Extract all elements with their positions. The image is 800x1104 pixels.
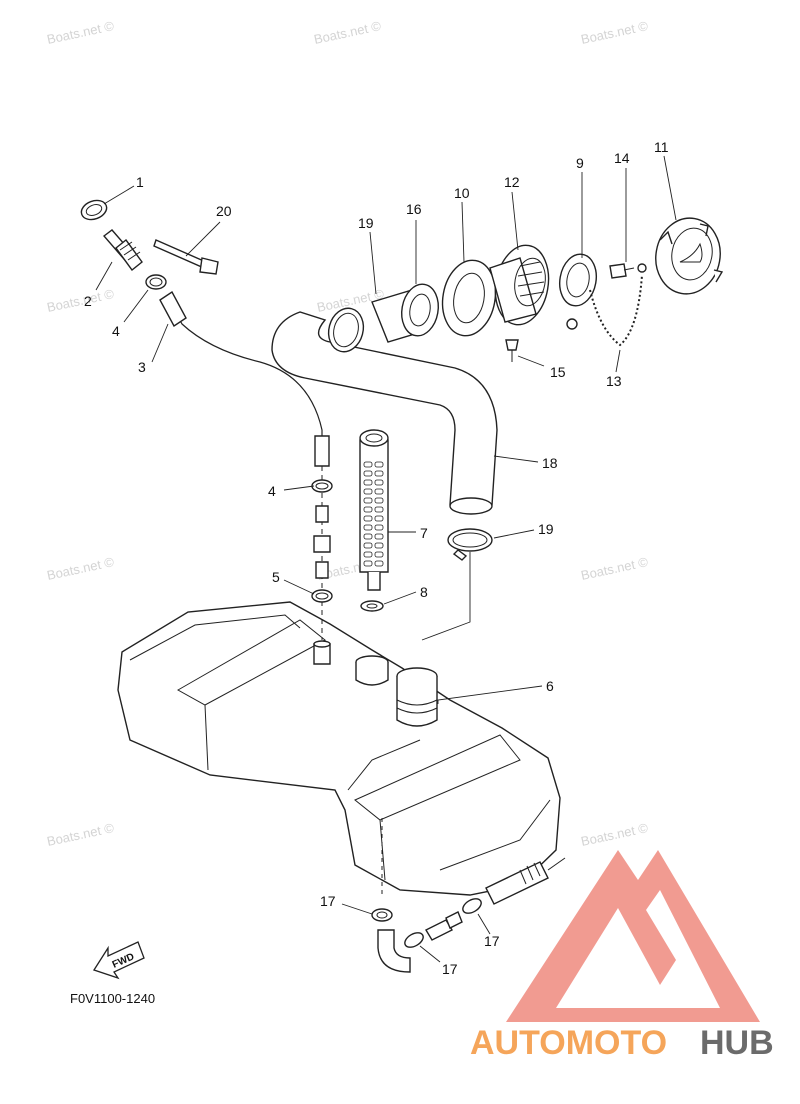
strainer-slot [363,533,373,540]
callout-12: 12 [504,174,520,190]
strainer-slot [374,533,384,540]
callout-17a: 17 [320,893,336,909]
chain-screw [609,263,647,279]
cap-chain [589,274,643,347]
check-valve [102,229,143,272]
watermark: Boats.net © [580,820,650,849]
clamp-17b [404,932,424,948]
vent-fittings [313,505,331,579]
vent-hose [167,297,323,466]
strainer-slot [374,560,384,567]
callout-14: 14 [614,150,630,166]
callout-19-lower: 19 [538,521,554,537]
filler-neck [489,244,550,326]
hose-clamp-top [327,307,365,353]
callout-1: 1 [136,174,144,190]
callout-15: 15 [550,364,566,380]
strainer-slot [374,488,384,495]
cable-tie [153,239,219,275]
callout-17c: 17 [484,933,500,949]
callout-17b: 17 [442,961,458,977]
watermark: Boats.net © [46,286,116,315]
strainer-slot [363,515,373,522]
leader-lines [95,155,677,963]
logo-text-hub: HUB [700,1024,774,1062]
automotohub-logo: AUTOMOTO HUB [470,850,774,1062]
fuel-tank [117,601,566,905]
screw [505,339,519,362]
vent-hose-end [159,290,187,328]
cap-ring [559,253,597,330]
strainer-slot [363,542,373,549]
strainer-slot [363,488,373,495]
callout-2: 2 [84,293,92,309]
logo-text-automoto: AUTOMOTO [470,1024,667,1062]
strainer-slot [374,551,384,558]
callout-19-top: 19 [358,215,374,231]
strainer-slot [374,470,384,477]
callout-16: 16 [406,201,422,217]
gasket [441,259,497,337]
strainer-slot [363,524,373,531]
strainer-slot [374,515,384,522]
callout-18: 18 [542,455,558,471]
clamp-5 [311,589,333,603]
watermark: Boats.net © [313,18,383,47]
strainer-grommet [360,600,384,612]
grommet [371,283,439,343]
clamp-17c [462,898,482,914]
callout-9: 9 [576,155,584,171]
callout-4: 4 [112,323,120,339]
strainer-slot [363,479,373,486]
strainer-slot [363,551,373,558]
strainer-slot [374,461,384,468]
clamp-17a [371,908,393,922]
callout-8: 8 [420,584,428,600]
diagram-code: F0V1100-1240 [70,991,155,1006]
drain-fitting [425,911,463,941]
vent-nipple [313,640,331,665]
strainer-slot [363,560,373,567]
callout-13: 13 [606,373,622,389]
watermark: Boats.net © [46,554,116,583]
hose-clamp-lower [447,528,493,561]
strainer-slot [374,479,384,486]
watermark: Boats.net © [46,820,116,849]
elbow-hose [377,929,411,973]
clamp-4b [311,479,333,493]
callout-3: 3 [138,359,146,375]
strainer-slot [374,542,384,549]
watermark: Boats.net © [580,554,650,583]
strainer-slot [363,506,373,513]
strainer-slot [363,470,373,477]
clamp-4 [145,274,167,290]
fuel-strainer [359,429,389,591]
strainer-slot [374,524,384,531]
callouts: 1 2 3 4 20 19 16 10 12 9 14 11 15 13 18 … [84,139,669,977]
callout-7: 7 [420,525,428,541]
callout-20: 20 [216,203,232,219]
watermark: Boats.net © [46,18,116,47]
callout-10: 10 [454,185,470,201]
strainer-slot [374,506,384,513]
callout-4b: 4 [268,483,276,499]
callout-11: 11 [654,139,669,155]
vent-hose-lower [314,435,330,467]
strainer-slot [374,497,384,504]
watermark: Boats.net © [580,18,650,47]
callout-5: 5 [272,569,280,585]
logo-triangle-mark [506,850,760,1022]
strainer-slot [363,461,373,468]
fwd-arrow-icon: FWD [93,941,145,980]
fuel-cap [655,217,724,295]
clamp-1 [80,199,108,221]
callout-6: 6 [546,678,554,694]
strainer-slot [363,497,373,504]
guide-line [421,552,471,641]
